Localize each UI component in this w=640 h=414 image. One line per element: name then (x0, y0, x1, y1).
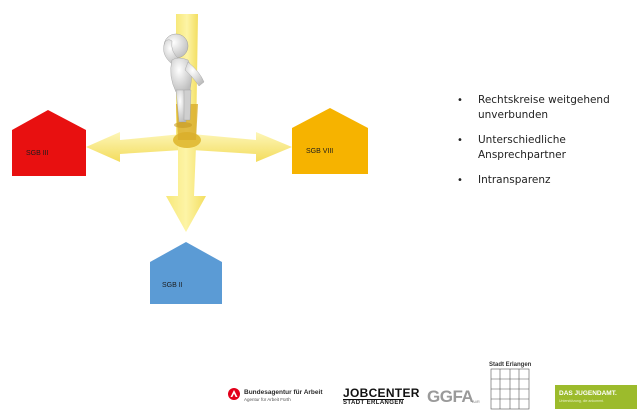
house-sgb-ii (150, 242, 222, 304)
jugendamt-logo-subtext: Unterstützung, die ankommt. (559, 399, 604, 403)
house-sgb-iii (12, 110, 86, 176)
stadt-erlangen-logo-text: Stadt Erlangen (489, 362, 532, 368)
bullet-item: •Rechtskreise weitgehend unverbunden (457, 94, 610, 121)
ggfa-logo-subtext: AöR (472, 399, 480, 404)
label-sgb-ii: SGB II (162, 282, 183, 289)
jugendamt-logo-text: DAS JUGENDAMT. (559, 390, 617, 397)
bullet-item: •Unterschiedliche Ansprechpartner (457, 134, 566, 161)
arrow-down (166, 146, 206, 232)
thinking-figure (163, 33, 205, 128)
house-sgb-viii (292, 108, 368, 174)
bullet-list: •Rechtskreise weitgehend unverbunden •Un… (456, 93, 640, 198)
jobcenter-logo-text: JOBCENTER (343, 386, 420, 400)
ggfa-logo-text: GGFA (427, 387, 474, 406)
label-sgb-iii: SGB III (26, 150, 49, 157)
ba-logo-text: Bundesagentur für Arbeit (244, 389, 323, 396)
arrow-right (192, 132, 292, 162)
bullet-item: •Intransparenz (457, 174, 551, 186)
ba-logo-subtext: Agentur für Arbeit Fürth (244, 397, 291, 402)
jugendamt-logo (555, 385, 637, 409)
jobcenter-logo-subtext: STADT ERLANGEN (343, 399, 404, 406)
stadt-erlangen-logo (490, 368, 530, 410)
label-sgb-viii: SGB VIII (306, 148, 334, 155)
arrow-left (86, 132, 182, 162)
